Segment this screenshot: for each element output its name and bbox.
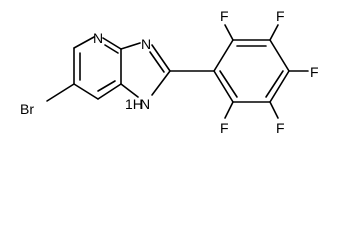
atom-label-n-pyridine: N: [93, 30, 103, 46]
bond: [97, 83, 122, 100]
atom-label-nh: N: [140, 96, 150, 112]
bond: [224, 24, 234, 41]
bonds: [46, 24, 309, 119]
bond: [269, 101, 279, 119]
bond: [149, 51, 165, 73]
bond: [224, 101, 234, 119]
atom-labels: Br N N 1H N F F F F F: [20, 8, 319, 136]
atom-label-f4: F: [276, 120, 285, 136]
bond: [265, 70, 284, 98]
bond: [102, 37, 122, 50]
bond: [120, 83, 139, 98]
bond: [151, 44, 171, 72]
bond: [269, 70, 290, 103]
bond: [269, 24, 279, 41]
atom-label-f5: F: [220, 120, 229, 136]
atom-label-f1: F: [220, 8, 229, 24]
structure-diagram: Br N N 1H N F F F F F: [20, 8, 319, 136]
atom-label-n-imidazole: N: [141, 36, 151, 52]
bond: [269, 39, 290, 72]
bond: [73, 36, 95, 49]
atom-label-f2: F: [276, 8, 285, 24]
atom-label-f3: F: [310, 64, 319, 80]
bond: [151, 70, 171, 96]
bond: [46, 83, 75, 102]
atom-label-br: Br: [20, 101, 34, 117]
bond: [73, 83, 99, 100]
bond: [213, 39, 234, 72]
bond: [213, 70, 234, 103]
bond: [97, 80, 116, 92]
atom-label-nh-locant: 1H: [125, 96, 143, 112]
bond: [104, 44, 119, 54]
bond: [120, 42, 141, 50]
bond: [219, 70, 238, 98]
